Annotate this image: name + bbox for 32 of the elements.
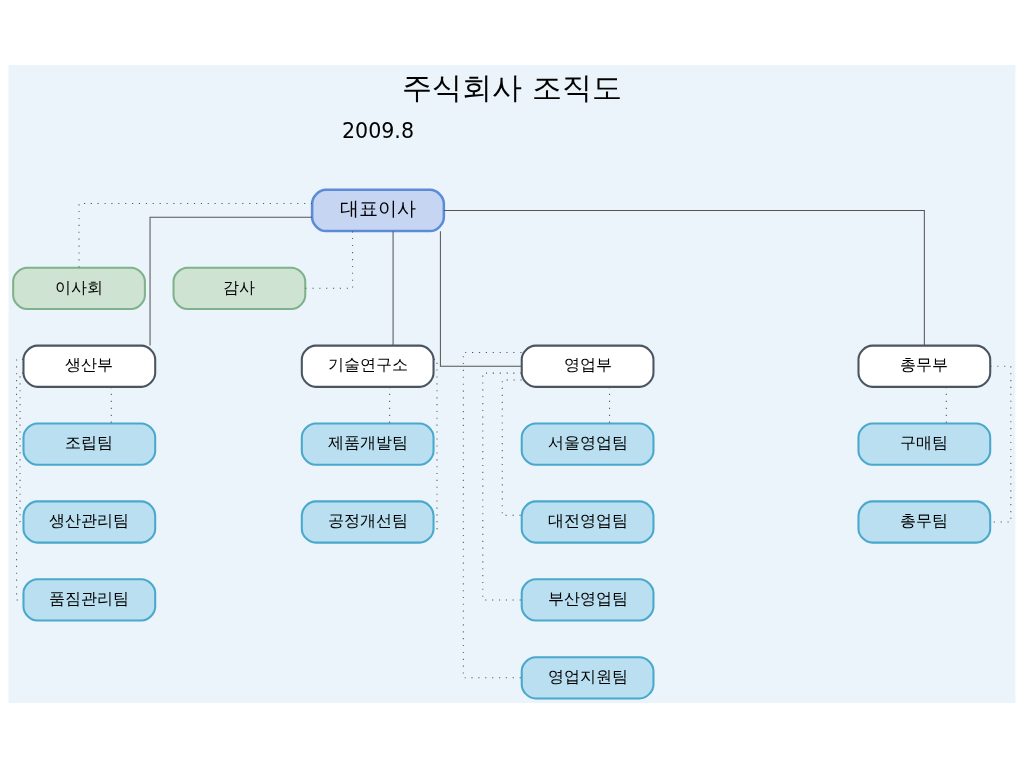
connector <box>19 372 24 523</box>
node-box: 제품개발팀 <box>300 422 435 466</box>
node-box: 총무팀 <box>857 500 992 544</box>
node-box: 감사 <box>172 266 307 310</box>
node-box: 기술연구소 <box>300 344 435 388</box>
connector <box>433 358 438 530</box>
node-box: 구매팀 <box>857 422 992 466</box>
node-box: 품짐관리팀 <box>22 578 157 622</box>
connector <box>501 379 523 516</box>
node-box: 서울영업팀 <box>520 422 655 466</box>
connector <box>439 230 522 367</box>
connector <box>392 230 394 346</box>
node-box: 영업지원팀 <box>520 656 655 700</box>
connector <box>462 352 522 679</box>
connector <box>149 216 313 347</box>
node-box: 대전영업팀 <box>520 500 655 544</box>
connector <box>443 209 925 347</box>
connector <box>305 230 354 289</box>
node-box: 총무부 <box>857 344 992 388</box>
node-box: 영업부 <box>520 344 655 388</box>
node-box: 조립팀 <box>22 422 157 466</box>
node-box: 생산부 <box>22 344 157 388</box>
connector <box>482 372 523 601</box>
connector <box>78 203 313 268</box>
node-box: 이사회 <box>12 266 146 310</box>
diagram-title: 주식회사 조직도 <box>402 69 622 105</box>
node-box: 대표이사 <box>310 188 446 233</box>
connector <box>989 365 1012 523</box>
node-box: 부산영업팀 <box>520 578 655 622</box>
label: 2009.8 <box>341 118 415 143</box>
node-box: 공정개선팀 <box>300 500 435 544</box>
node-box: 생산관리팀 <box>22 500 157 544</box>
